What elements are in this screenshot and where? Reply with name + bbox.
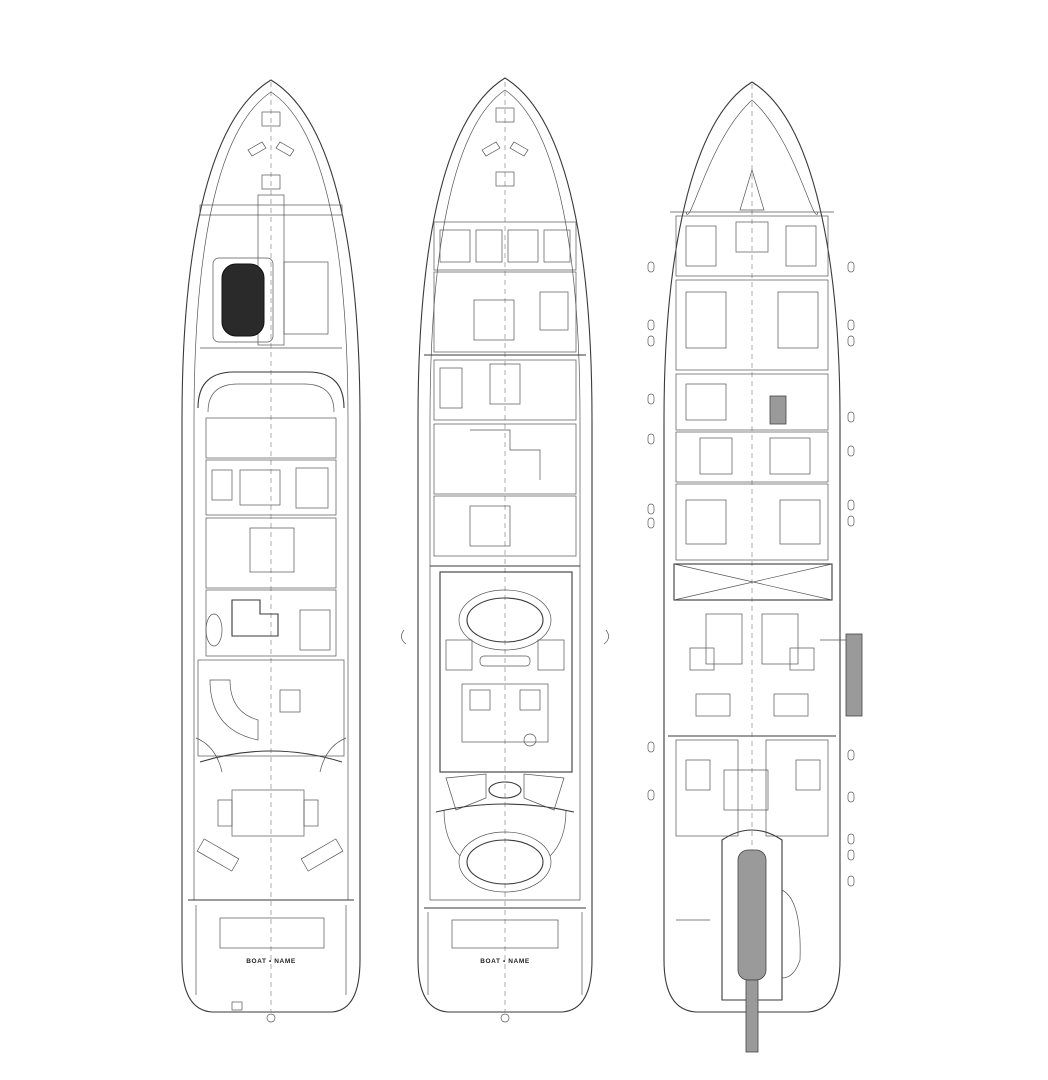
deck-1-tender [221,263,265,337]
deck-3-tender [737,849,767,981]
deck-plan-2: BOAT • NAME [401,77,609,1023]
deck-2-boat-name: BOAT • NAME [480,958,530,965]
deck-3-portholes [647,261,855,887]
deck-1-boat-name: BOAT • NAME [246,958,296,965]
deck-3-side-platform [845,633,863,717]
deck-plan-3 [647,81,863,1053]
deck-plan-1: BOAT • NAME [181,79,361,1023]
deck-2-dining-table [466,597,544,643]
deck-2-aft-table [466,839,544,885]
